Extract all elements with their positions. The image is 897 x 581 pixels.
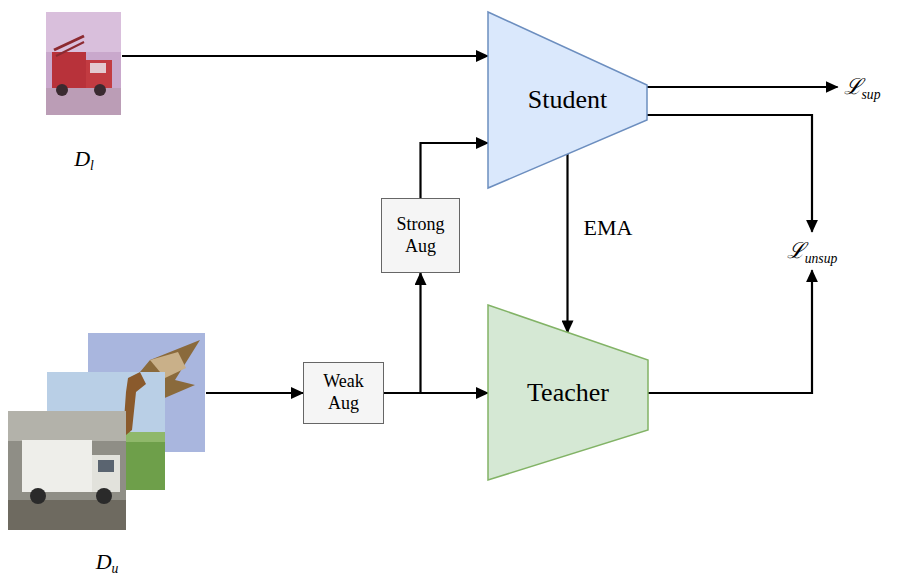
arrow-connector	[647, 86, 838, 88]
arrow-connector	[206, 392, 303, 394]
teacher-network: Teacher	[488, 305, 648, 480]
node-label: Student	[528, 84, 607, 115]
arrow-connector	[647, 115, 812, 232]
unlabeled-set: Du	[8, 333, 206, 575]
edge-label: EMA	[582, 215, 635, 241]
node-label: Strong Aug	[392, 214, 450, 257]
arrow-connector	[384, 273, 421, 393]
unlabeled-image-truck	[8, 411, 126, 530]
augmentation-box: Strong Aug	[381, 198, 460, 273]
set-label: ℒsup	[844, 74, 881, 100]
set-label: Dl	[74, 146, 94, 172]
arrow-connector	[122, 55, 488, 57]
loss-label: ℒunsup	[781, 232, 844, 270]
augmentation-box: Weak Aug	[303, 362, 384, 424]
node-label: Teacher	[527, 377, 609, 408]
arrow-connector	[566, 154, 568, 332]
trapezoid-shape	[488, 12, 647, 188]
labeled-image	[46, 12, 121, 115]
set-label: ℒunsup	[787, 238, 838, 264]
student-network: Student	[488, 12, 647, 188]
loss-label: ℒsup	[838, 68, 887, 106]
trapezoid-shape	[488, 305, 648, 480]
arrow-connector	[421, 143, 489, 198]
node-label: Weak Aug	[315, 371, 373, 414]
arrow-connector	[384, 392, 488, 394]
set-label: Du	[96, 549, 119, 575]
arrow-connector	[648, 270, 812, 393]
labeled-set: Dl	[46, 12, 122, 172]
